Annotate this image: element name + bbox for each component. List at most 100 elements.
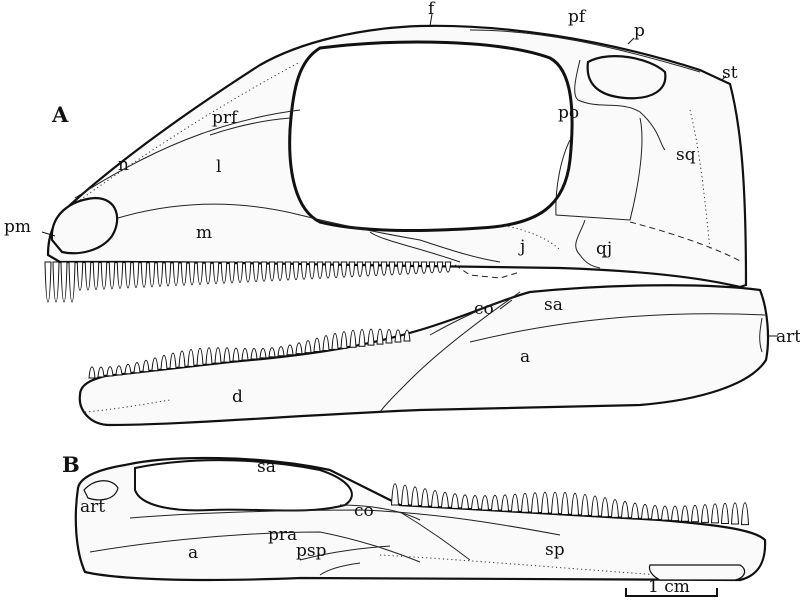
- tooth: [97, 366, 105, 378]
- label-st: st: [722, 63, 738, 83]
- tooth: [44, 261, 52, 303]
- tooth: [349, 329, 357, 348]
- tooth: [560, 492, 570, 516]
- tooth: [390, 483, 400, 506]
- label-po: po: [558, 103, 579, 123]
- label-l: l: [216, 157, 221, 177]
- tooth: [316, 261, 324, 279]
- label-b-co: co: [354, 501, 374, 521]
- tooth: [84, 261, 92, 291]
- tooth: [156, 261, 164, 287]
- label-sq: sq: [676, 145, 696, 165]
- tooth: [268, 347, 276, 358]
- tooth: [356, 261, 364, 277]
- angular-suture-b: [89, 531, 421, 563]
- tooth: [52, 261, 60, 303]
- tooth: [178, 350, 186, 368]
- tooth: [420, 261, 428, 274]
- label-n: n: [118, 155, 129, 175]
- medial-teeth: [390, 483, 750, 526]
- skull-roof-inner: [469, 29, 701, 73]
- surangular-suture: [469, 313, 766, 343]
- tooth: [268, 261, 276, 282]
- prearticular-suture: [129, 509, 561, 536]
- tooth: [252, 261, 260, 283]
- tooth: [436, 261, 444, 273]
- parietal-foramen: [586, 55, 667, 100]
- tooth: [420, 488, 430, 508]
- label-a: a: [520, 347, 530, 367]
- angular-lower-suture: [319, 562, 361, 576]
- tooth: [358, 328, 366, 347]
- tooth: [396, 261, 404, 275]
- tooth: [68, 261, 76, 303]
- tooth: [720, 502, 730, 524]
- upper-teeth: [44, 261, 452, 303]
- tooth: [380, 261, 388, 276]
- tooth: [92, 261, 100, 291]
- tooth: [348, 261, 356, 278]
- tooth: [228, 261, 236, 284]
- tooth: [331, 332, 339, 350]
- splenial-dotted: [379, 554, 661, 576]
- tooth: [115, 365, 123, 376]
- tooth: [520, 492, 530, 513]
- tooth: [460, 494, 470, 510]
- tooth: [570, 492, 580, 516]
- tooth: [710, 503, 720, 524]
- tooth: [444, 261, 452, 273]
- st-pointer: [721, 75, 727, 81]
- co-pointer: [499, 299, 513, 310]
- tooth: [212, 261, 220, 285]
- splenial-suture: [399, 511, 471, 561]
- coronoid-edge: [429, 299, 506, 336]
- tooth: [428, 261, 436, 274]
- quadratojugal-suture: [575, 219, 601, 269]
- tooth: [300, 261, 308, 280]
- stipple-cheek: [689, 109, 711, 251]
- tooth: [180, 261, 188, 286]
- tooth: [332, 261, 340, 279]
- label-b-sp: sp: [545, 540, 565, 560]
- tooth: [730, 502, 740, 525]
- tooth: [295, 342, 303, 355]
- tooth: [124, 363, 132, 375]
- tooth: [277, 346, 285, 357]
- tooth: [600, 497, 610, 518]
- tooth: [106, 366, 114, 377]
- tooth: [142, 359, 150, 373]
- articular-suture: [759, 317, 763, 353]
- label-b-psp: psp: [296, 541, 327, 561]
- tooth: [404, 261, 412, 275]
- tooth: [376, 328, 384, 345]
- coronoid-suture-b: [339, 504, 421, 521]
- tooth: [630, 502, 640, 519]
- panel-a-skull: A f pf p st prf po n l sq pm m j qj co s…: [4, 0, 800, 427]
- tooth: [313, 337, 321, 353]
- lacrimal-suture: [117, 203, 501, 263]
- quadratojugal-dashed: [629, 221, 743, 263]
- label-d: d: [232, 387, 243, 407]
- label-pm: pm: [4, 217, 31, 237]
- tooth: [590, 495, 600, 517]
- tooth: [188, 261, 196, 286]
- tooth: [60, 261, 68, 303]
- tooth: [284, 261, 292, 281]
- tooth: [660, 505, 670, 521]
- tooth: [324, 261, 332, 279]
- tooth: [276, 261, 284, 281]
- tooth: [196, 261, 204, 285]
- tooth: [490, 494, 500, 512]
- tooth: [124, 261, 132, 289]
- label-j: j: [518, 237, 525, 257]
- label-co: co: [474, 299, 494, 319]
- postsplenial-suture: [299, 545, 391, 561]
- tooth: [196, 347, 204, 366]
- tooth: [148, 261, 156, 288]
- symphysis-block: [648, 564, 746, 581]
- tooth: [650, 505, 660, 521]
- jugal-suture: [369, 231, 461, 263]
- tooth: [236, 261, 244, 283]
- tooth: [670, 505, 680, 522]
- tooth: [108, 261, 116, 290]
